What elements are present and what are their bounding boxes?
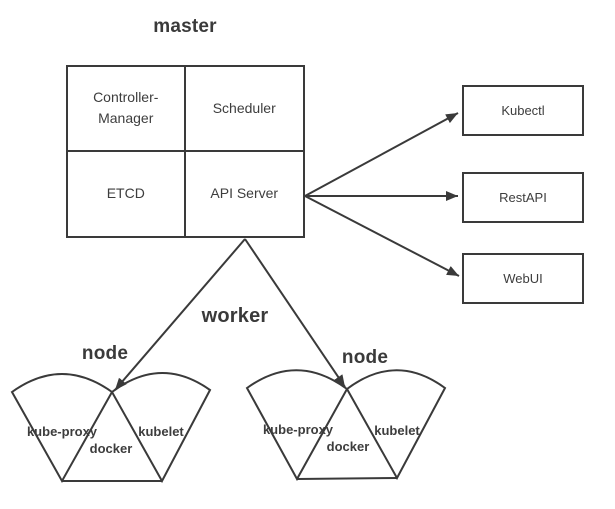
node-right-docker-label: docker	[326, 439, 370, 454]
arrow-apiserver-to-node-left	[114, 238, 246, 391]
arrow-apiserver-to-kubectl	[304, 112, 459, 197]
node-right-docker-base-line	[296, 477, 398, 480]
webui-box: WebUI	[462, 253, 584, 304]
cell-scheduler: Scheduler	[185, 67, 303, 152]
node-left-title: node	[81, 343, 129, 364]
node-left-kube-proxy-label: kube-proxy	[26, 424, 98, 439]
cell-controller-manager: Controller-Manager	[68, 67, 186, 152]
kubectl-label: Kubectl	[501, 103, 545, 118]
node-right-kubelet-fan	[345, 369, 447, 481]
node-left-docker-label: docker	[89, 441, 133, 456]
controller-manager-label: Controller-Manager	[93, 89, 159, 127]
master-title: master	[153, 16, 217, 37]
master-components-box: Controller-Manager Scheduler ETCD API Se…	[66, 65, 305, 238]
api-server-label: API Server	[210, 185, 279, 202]
node-left-kubelet-label: kubelet	[138, 424, 184, 439]
node-right-kube-proxy-label: kube-proxy	[262, 422, 334, 437]
node-right-kubelet-label: kubelet	[374, 423, 420, 438]
restapi-box: RestAPI	[462, 172, 584, 223]
scheduler-label: Scheduler	[212, 99, 276, 116]
node-left-kube-proxy-fan	[10, 373, 114, 484]
restapi-label: RestAPI	[499, 190, 547, 205]
arrow-apiserver-to-node-right	[244, 238, 346, 388]
kubectl-box: Kubectl	[462, 85, 584, 136]
worker-title: worker	[201, 305, 269, 327]
cell-etcd: ETCD	[68, 151, 186, 236]
etcd-label: ETCD	[106, 185, 145, 202]
cell-api-server: API Server	[186, 152, 304, 237]
webui-label: WebUI	[503, 271, 543, 286]
node-right-kube-proxy-fan	[245, 369, 349, 482]
node-left-kubelet-fan	[110, 372, 212, 484]
node-right-title: node	[341, 347, 389, 368]
arrow-apiserver-to-webui	[304, 195, 460, 277]
